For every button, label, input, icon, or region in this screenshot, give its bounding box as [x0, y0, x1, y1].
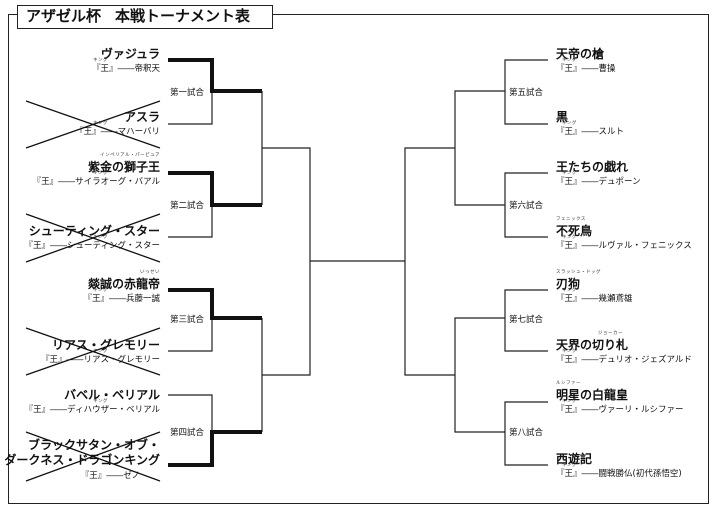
winner-line-l8	[168, 430, 262, 467]
team-name: 燚誠の赤龍帝	[87, 277, 160, 291]
bracket-frame	[8, 14, 709, 504]
king-ruby: キング	[93, 58, 108, 63]
team-king: 『王』――ルヴァル・フェニックス	[556, 241, 692, 251]
match-label-8: 第八試合	[509, 428, 544, 438]
team-name: 刃狗	[556, 277, 581, 291]
team-king: 『王』――幾瀬鳶雄	[556, 294, 633, 304]
team-king: 『王』――帝釈天	[91, 64, 160, 74]
team-king: 『王』――曹操	[556, 64, 616, 74]
bracket-line-r1	[504, 59, 548, 125]
team-ruby: ルシファー	[556, 381, 581, 386]
match-label-3: 第三試合	[170, 315, 205, 325]
match-label-1: 第一試合	[170, 88, 205, 98]
king-ruby: キング	[562, 288, 577, 293]
team-name: 黒	[556, 110, 569, 124]
team-name-a: ブラックサタン・オブ・	[27, 438, 160, 452]
bracket-line-l2	[168, 91, 213, 125]
bracket-line-r5	[504, 289, 548, 352]
match-label-5: 第五試合	[509, 88, 544, 98]
king-ruby: キング	[93, 171, 108, 176]
bracket-line-l4	[168, 205, 213, 238]
king-ruby: キング	[562, 121, 577, 126]
match-label-4: 第四試合	[170, 428, 205, 438]
winner-line-l5	[168, 288, 262, 320]
team-name: アスラ	[123, 110, 160, 124]
king-ruby: キング	[93, 288, 108, 293]
winner-line-l1	[168, 58, 262, 93]
team-name: リアス・グレモリー	[51, 338, 160, 352]
team-king: 『王』――マハーバリ	[75, 127, 160, 137]
cross-l4-b	[25, 213, 161, 263]
match-label-6: 第六試合	[509, 201, 544, 211]
team-king: 『王』――サイラオーグ・バアル	[32, 177, 160, 187]
team-name: 西遊記	[556, 452, 593, 466]
team-king: 『王』――ヴァーリ・ルシファー	[556, 405, 684, 415]
bracket-line-right-r3	[404, 147, 455, 376]
king-ruby: キング	[562, 349, 577, 354]
title-sub: 本戦トーナメント表	[115, 7, 251, 25]
team-ruby: スラッシュ・ドッグ	[556, 270, 601, 275]
king-ruby: キング	[562, 463, 577, 468]
team-ruby: インペリアル・パーピュア	[100, 153, 160, 158]
team-king: 『王』――スルト	[556, 127, 625, 137]
team-name: 明星の白龍皇	[556, 388, 629, 402]
team-king: 『王』――闘戦勝仏(初代孫悟空)	[556, 469, 682, 479]
team-king: 『王』――デュリオ・ジェズアルド	[556, 355, 692, 365]
cross-l2-b	[25, 100, 161, 149]
king-ruby: キング	[562, 235, 577, 240]
winner-line-l3	[168, 171, 262, 207]
team-name: ヴァジュラ	[100, 47, 160, 61]
king-ruby: キング	[562, 399, 577, 404]
team-king: 『王』――兵藤一誠	[83, 294, 160, 304]
bracket-line-right-r2a	[454, 90, 505, 206]
king-ruby: キング	[562, 171, 577, 176]
team-ruby: ジョーカー	[598, 331, 623, 336]
team-name: バベル・ベリアル	[64, 388, 160, 402]
match-label-7: 第七試合	[509, 315, 544, 325]
king-ruby: キング	[562, 58, 577, 63]
page-title: アザゼル杯本戦トーナメント表	[17, 5, 274, 29]
team-king: 『王』――ゼノ	[80, 471, 140, 481]
bracket-line-l7	[168, 394, 213, 432]
king-ruby: キング	[93, 235, 108, 240]
bracket-line-right-r2b	[454, 317, 505, 433]
team-name: 天界の切り札	[556, 338, 629, 352]
cross-l6-b	[25, 327, 161, 376]
king-ruby: キング	[93, 349, 108, 354]
team-name: 王たちの戯れ	[556, 160, 629, 174]
team-name: 紫金の獅子王	[87, 160, 160, 174]
team-king: 『王』――デュポーン	[556, 177, 641, 187]
team-name: 不死鳥	[556, 224, 593, 238]
team-ruby: フェニックス	[556, 217, 586, 222]
team-name: 天帝の槍	[556, 47, 605, 61]
bracket-line-l6	[168, 318, 213, 352]
team-ruby: いっせい	[140, 270, 160, 275]
cross-l8-b	[25, 431, 161, 482]
title-main: アザゼル杯	[26, 7, 102, 25]
match-label-2: 第二試合	[170, 201, 205, 211]
bracket-line-left-r3	[262, 147, 311, 376]
team-king: 『王』――シューティング・スター	[24, 241, 161, 251]
king-ruby: キング	[93, 121, 108, 126]
team-name-b: ダークネス・ドラゴンキング	[4, 453, 160, 467]
team-king: 『王』――ディハウザー・ベリアル	[24, 405, 160, 415]
bracket-line-r7	[504, 401, 548, 466]
team-king: 『王』――リアス・グレモリー	[40, 355, 160, 365]
team-name: シューティング・スター	[28, 224, 160, 238]
king-ruby: キング	[93, 399, 108, 404]
